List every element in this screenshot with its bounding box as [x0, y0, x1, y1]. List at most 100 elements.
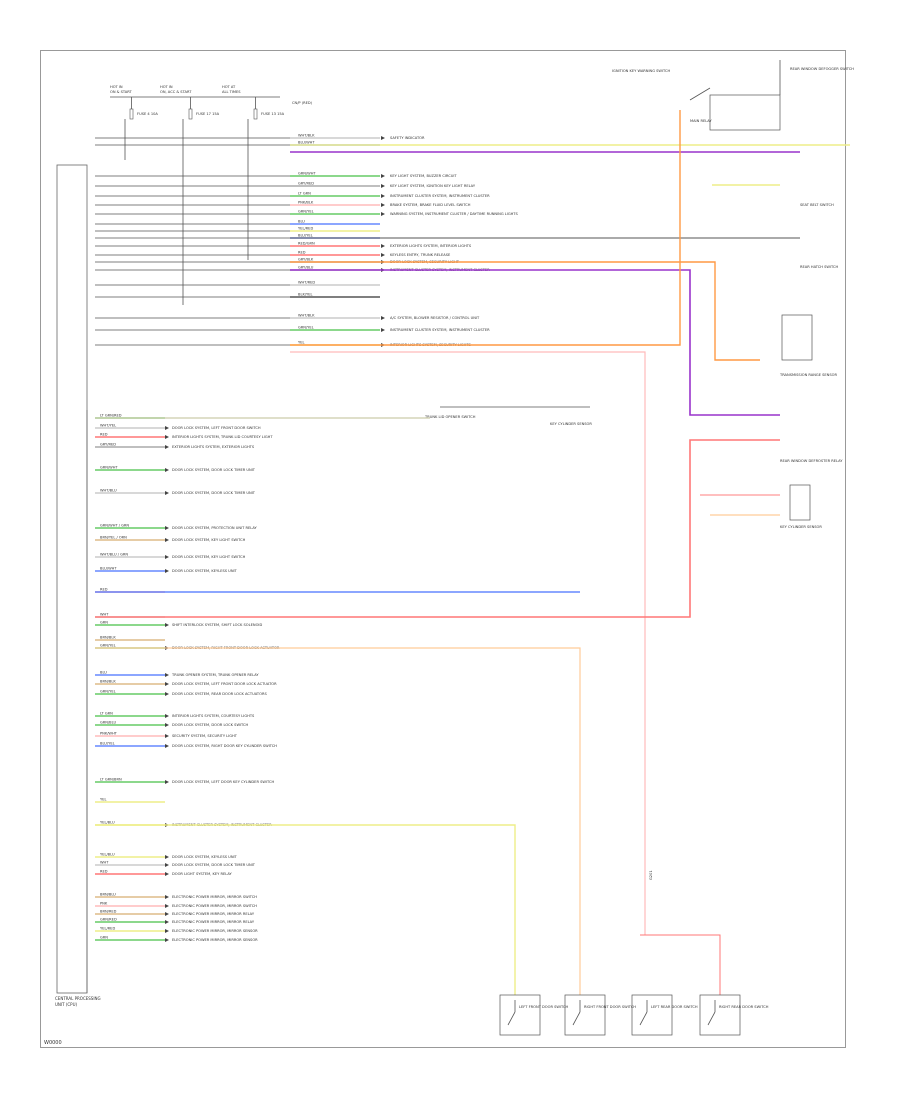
wire-label: BRN/RED	[100, 910, 117, 914]
rear-window-defroster-label: REAR WINDOW DEFROSTER RELAY	[780, 459, 843, 463]
destination-label: SAFETY INDICATOR	[390, 136, 425, 140]
destination-label: DOOR LOCK SYSTEM, DOOR LOCK SWITCH	[172, 723, 249, 727]
diagram-frame	[40, 50, 846, 1048]
wire-label: GRY/RED	[298, 182, 314, 186]
connector-arrow	[381, 212, 385, 216]
wire-label: LT GRN	[100, 712, 113, 716]
wire-label: WHT/BLU / GRN	[100, 553, 128, 557]
destination-label: DOOR LOCK SYSTEM, REAR DOOR LOCK ACTUATO…	[172, 692, 267, 696]
wire-label: BLU/WHT	[100, 567, 117, 571]
destination-label: EXTERIOR LIGHTS SYSTEM, EXTERIOR LIGHTS	[172, 445, 255, 449]
connector-arrow	[381, 328, 385, 332]
destination-label: DOOR LOCK SYSTEM, LEFT FRONT DOOR LOCK A…	[172, 682, 277, 686]
destination-label: INTERIOR LIGHTS SYSTEM, TRUNK LID COURTE…	[172, 435, 273, 439]
wire-label: WHT/BLK	[298, 134, 315, 138]
destination-label: BRAKE SYSTEM, BRAKE FLUID LEVEL SWITCH	[390, 203, 471, 207]
connector-arrow	[165, 723, 169, 727]
seat-belt-switch-label: SEAT BELT SWITCH	[800, 203, 834, 207]
fuse-icon	[253, 108, 258, 120]
fuse-2-text: FUSE 17 15A	[196, 112, 220, 116]
destination-label: A/C SYSTEM, BLOWER RESISTOR / CONTROL UN…	[390, 316, 480, 320]
connector-arrow	[165, 744, 169, 748]
destination-label: DOOR LOCK SYSTEM, DOOR LOCK TIMER UNIT	[172, 468, 256, 472]
connector-arrow	[165, 468, 169, 472]
connector-arrow	[381, 174, 385, 178]
connector-arrow	[165, 734, 169, 738]
connector-arrow	[165, 426, 169, 430]
wire-label: BLU/YEL	[298, 234, 313, 238]
routed-wires	[95, 110, 850, 995]
wire-label: RED	[298, 251, 306, 255]
destination-label: ELECTRONIC POWER MIRROR, MIRROR SWITCH	[172, 895, 257, 899]
fuse-3-line2: ALL TIMES	[222, 90, 241, 94]
wire-label: BRN/BLU	[100, 893, 116, 897]
wire-label: GRN/YEL	[298, 326, 314, 330]
connector-arrow	[165, 623, 169, 627]
connector-arrow	[165, 929, 169, 933]
connector-arrow	[165, 682, 169, 686]
ignition-key-label: IGNITION KEY WARNING SWITCH	[612, 69, 671, 73]
destination-label: KEYLESS ENTRY, TRUNK RELEASE	[390, 253, 451, 257]
destination-label: ELECTRONIC POWER MIRROR, MIRROR RELAY	[172, 912, 255, 916]
connector-arrow	[165, 714, 169, 718]
rear-hatch-label: REAR HATCH SWITCH	[800, 265, 838, 269]
connector-arrow	[165, 538, 169, 542]
connector-arrow	[165, 895, 169, 899]
wire-label: BLK/YEL	[298, 293, 313, 297]
wire-label: RED	[100, 870, 108, 874]
destination-label: DOOR LOCK SYSTEM, KEYLESS UNIT	[172, 569, 238, 573]
door-switch	[699, 994, 741, 1036]
wire-label: BLU/WHT	[298, 141, 315, 145]
connector-arrow	[165, 920, 169, 924]
wire-label: YEL	[100, 798, 106, 802]
wire-label: WHT	[100, 613, 109, 617]
destination-label: INTERIOR LIGHTS SYSTEM, COURTESY LIGHTS	[172, 714, 255, 718]
destination-label: DOOR LOCK SYSTEM, LEFT FRONT DOOR SWITCH	[172, 426, 261, 430]
wire-label: LT GRN/RED	[100, 414, 122, 418]
destination-label: INSTRUMENT CLUSTER SYSTEM, INSTRUMENT CL…	[390, 328, 490, 332]
wire-label: GRN/WHT	[298, 172, 316, 176]
wire-label: WHT/YEL	[100, 424, 116, 428]
destination-label: TRUNK OPENER SYSTEM, TRUNK OPENER RELAY	[171, 673, 259, 677]
wire-label: GRN/WHT / GRN	[100, 524, 129, 528]
connector-arrow	[381, 136, 385, 140]
wire-label: GRN/YEL	[298, 210, 314, 214]
cpu-outline	[56, 164, 88, 994]
door-switch	[564, 994, 606, 1036]
fuse-2-line2: ON, ACC & START	[160, 90, 192, 94]
key-cylinder-label: KEY CYLINDER SENSOR	[550, 422, 592, 426]
connector-arrow	[165, 435, 169, 439]
destination-label: DOOR LOCK SYSTEM, DOOR LOCK TIMER UNIT	[172, 491, 256, 495]
destination-label: ELECTRONIC POWER MIRROR, MIRROR SENSOR	[172, 938, 258, 942]
door-switch	[631, 994, 673, 1036]
connector-arrow	[165, 912, 169, 916]
destination-label: DOOR LOCK SYSTEM, DOOR LOCK TIMER UNIT	[172, 863, 256, 867]
destination-label: ELECTRONIC POWER MIRROR, MIRROR SENSOR	[172, 929, 258, 933]
destination-label: DOOR LOCK SYSTEM, RIGHT DOOR KEY CYLINDE…	[172, 744, 277, 748]
main-relay-label: MAIN RELAY	[690, 119, 712, 123]
connector-arrow	[165, 863, 169, 867]
connector-arrow	[381, 194, 385, 198]
destination-label: DOOR LIGHT SYSTEM, KEY RELAY	[172, 872, 233, 876]
cpu-connector-label: CN/P (RED)	[292, 101, 313, 105]
wire-label: RED/GRN	[298, 242, 315, 246]
wire-label: YEL/RED	[100, 927, 115, 931]
connector-arrow	[381, 244, 385, 248]
wire-label: RED	[100, 588, 108, 592]
connector-arrow	[165, 938, 169, 942]
connector-arrow	[165, 526, 169, 530]
fuse-3-line1: HOT AT	[222, 85, 236, 89]
connector-arrow	[381, 253, 385, 257]
wire-label: RED	[100, 433, 108, 437]
destination-label: DOOR LOCK SYSTEM, KEY LIGHT SWITCH	[172, 555, 246, 559]
fuse-icon	[129, 108, 134, 120]
cpu-subtitle: UNIT (CPU)	[55, 1002, 78, 1007]
wire-label: WHT/RED	[298, 281, 315, 285]
wire-label: YEL/BLU	[100, 853, 115, 857]
wire-label: BLU	[100, 671, 107, 675]
wire-label: LT GRN	[298, 192, 311, 196]
right-rows: WHT/BLK SAFETY INDICATOR BLU/WHT GRN/WHT KEY…	[95, 134, 519, 347]
top-right-components: IGNITION KEY WARNING SWITCH REAR WINDOW …	[424, 60, 854, 529]
